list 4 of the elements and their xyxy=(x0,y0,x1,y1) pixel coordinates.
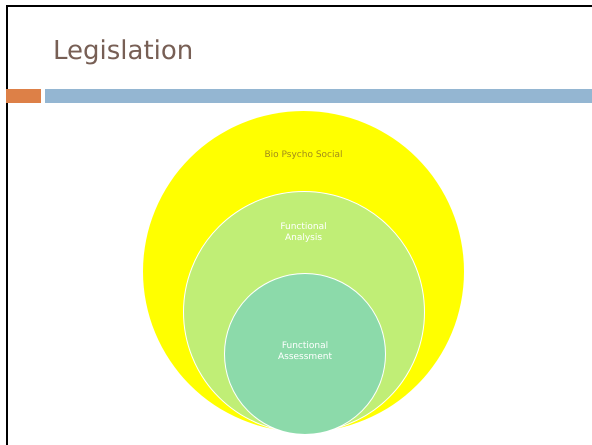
circle-label: Functional Analysis xyxy=(279,222,328,244)
circle-label: Functional Assessment xyxy=(276,341,333,363)
slide-title: Legislation xyxy=(53,36,194,66)
circle-label: Bio Psycho Social xyxy=(263,150,344,160)
